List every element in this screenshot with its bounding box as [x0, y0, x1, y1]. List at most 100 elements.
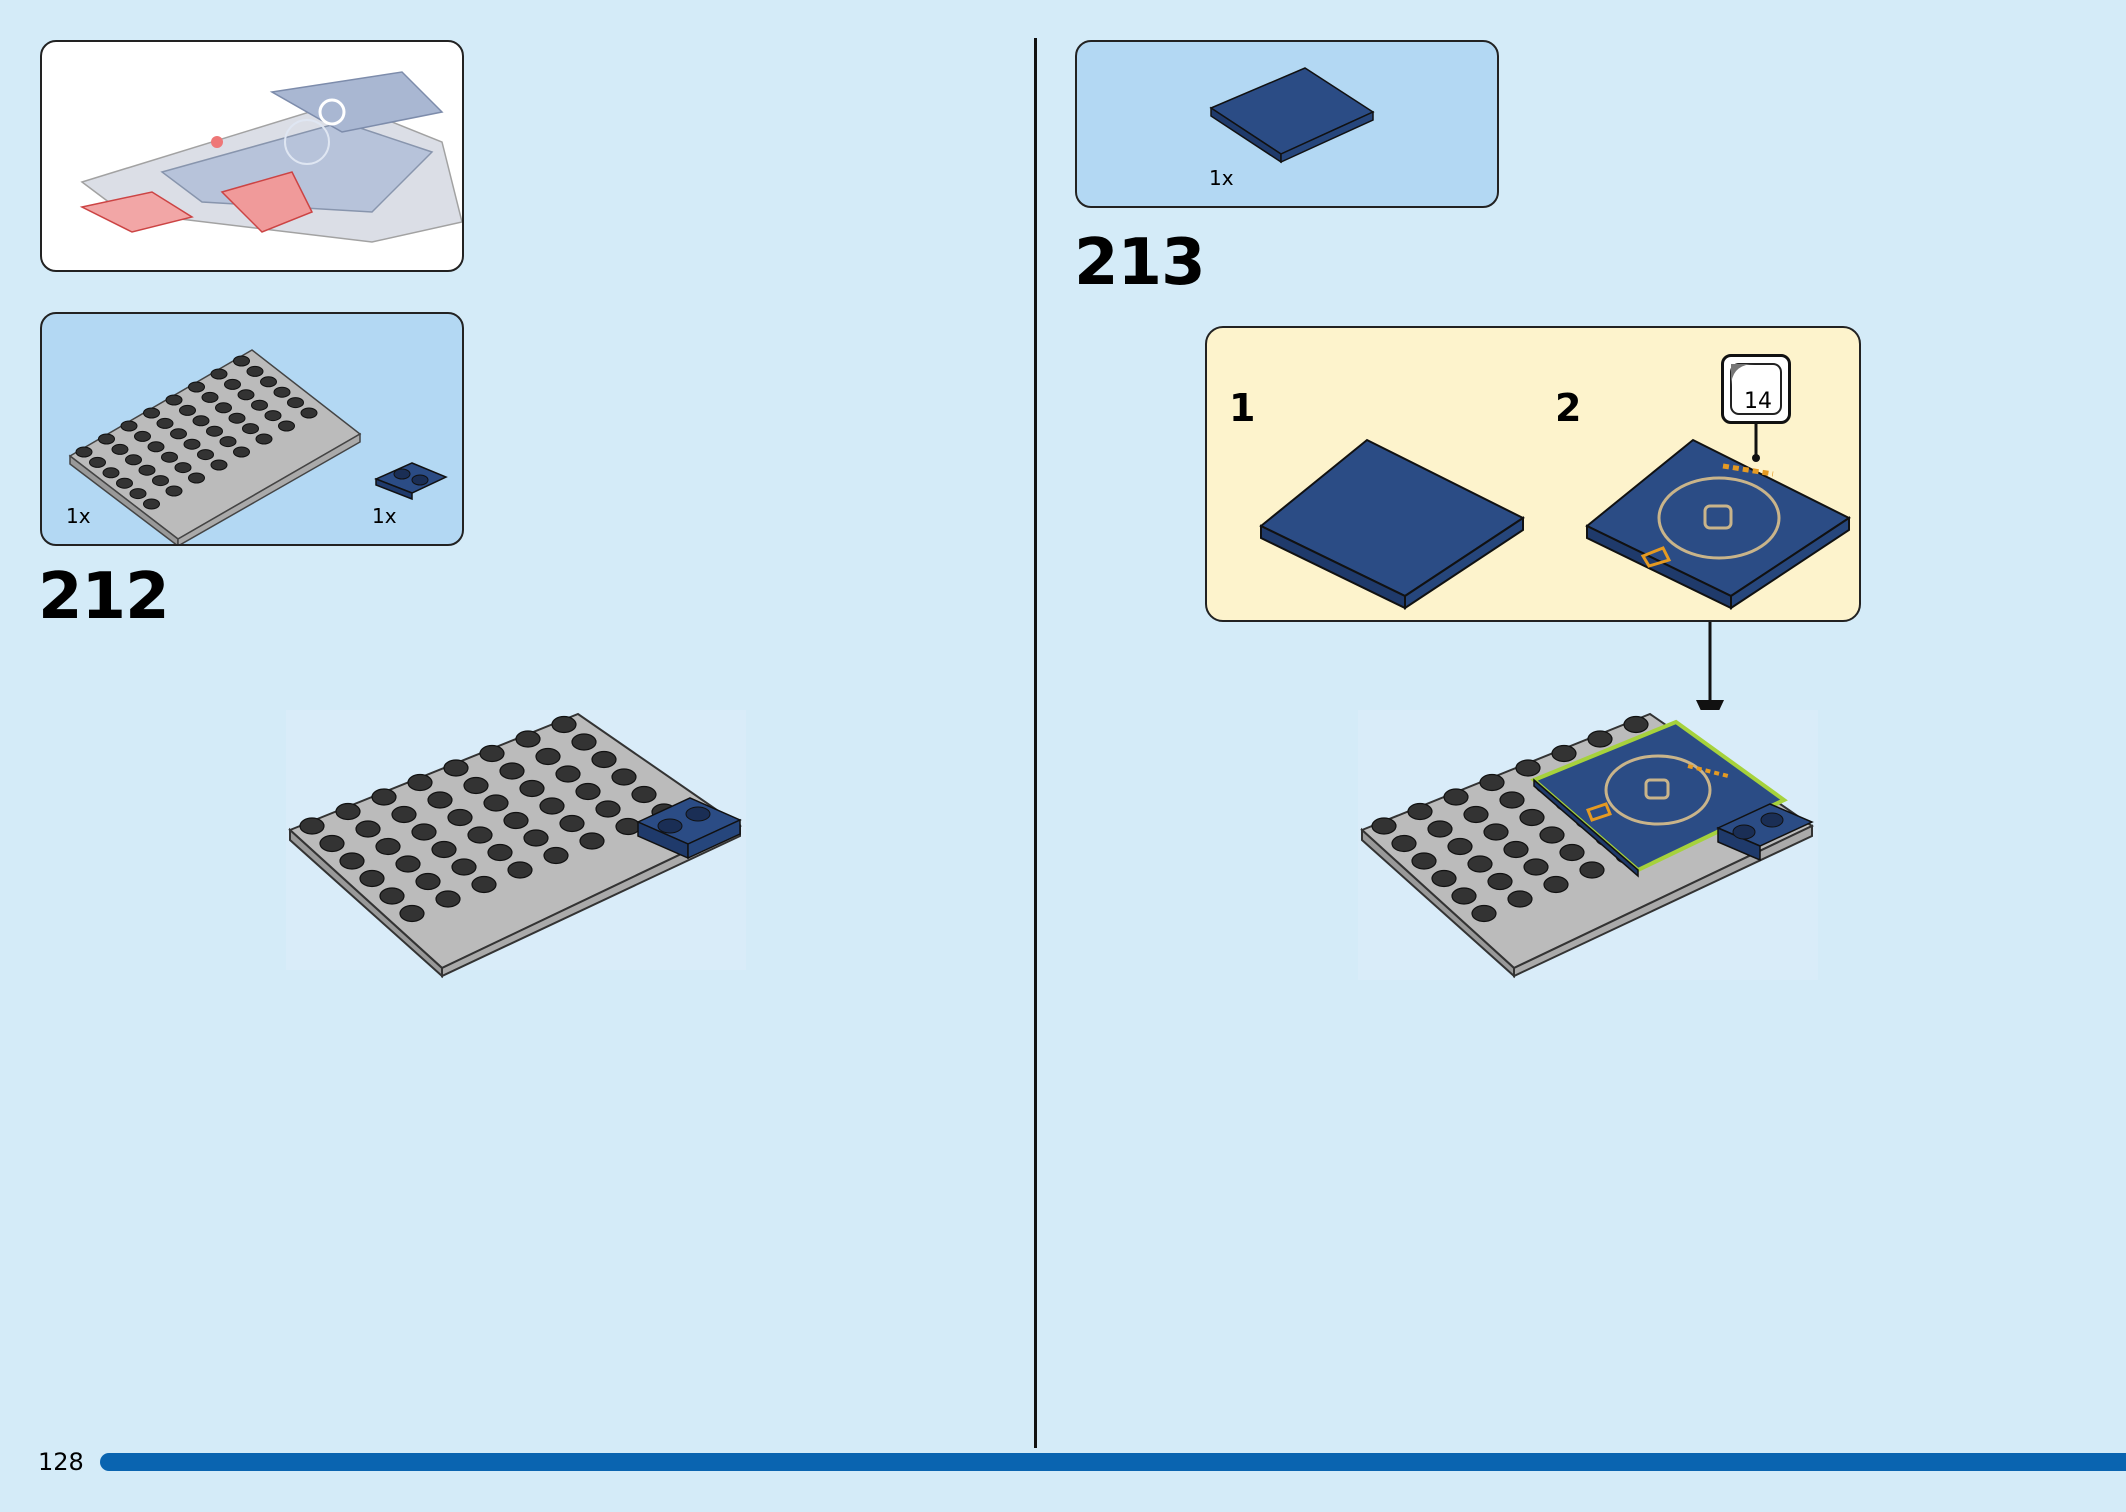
stud	[1463, 805, 1489, 824]
stud	[1391, 834, 1417, 853]
stud	[1427, 820, 1453, 838]
stud	[371, 788, 397, 806]
sticker-callout: 14	[1721, 354, 1791, 424]
stud	[391, 805, 417, 824]
stud	[165, 485, 183, 497]
stickered-tile-icon	[1585, 438, 1851, 610]
stud	[152, 475, 169, 487]
stud	[300, 407, 318, 419]
stud	[447, 808, 473, 827]
stud	[523, 829, 549, 847]
stud	[143, 407, 160, 419]
grey-6x8-plate-icon	[68, 349, 362, 544]
stud	[174, 462, 192, 474]
stud	[571, 733, 597, 751]
stud	[339, 852, 365, 870]
previous-model-preview	[40, 40, 464, 272]
stud	[210, 459, 228, 471]
sticker-pointer-icon	[1752, 424, 1760, 462]
stud	[467, 826, 493, 844]
stud	[579, 832, 605, 850]
parts-list-213: 1x	[1075, 40, 1499, 208]
stud	[463, 776, 489, 795]
stud	[260, 376, 277, 388]
stud	[415, 872, 441, 891]
stud	[631, 785, 657, 804]
stud	[242, 423, 259, 435]
stud	[1519, 808, 1545, 827]
stud	[251, 399, 268, 411]
stud	[335, 802, 361, 821]
stud	[483, 794, 509, 812]
stud	[499, 762, 525, 780]
blue-4x4-tile-icon	[1259, 438, 1525, 610]
stud	[111, 443, 129, 455]
stud	[228, 412, 246, 424]
stud	[359, 869, 385, 888]
sticker-number: 14	[1744, 389, 1772, 414]
stud	[539, 797, 565, 815]
stud	[611, 768, 637, 786]
part-qty: 1x	[372, 504, 397, 528]
stud	[1411, 852, 1437, 870]
step-213-build-icon	[1358, 710, 1818, 980]
progress-bar	[100, 1453, 2126, 1471]
stud	[156, 417, 174, 429]
stud	[201, 391, 219, 403]
stud	[143, 498, 160, 510]
stud	[435, 890, 461, 908]
stud	[165, 394, 183, 406]
stud	[98, 433, 115, 445]
stud	[116, 477, 133, 489]
stud	[170, 428, 187, 440]
stud	[1451, 887, 1477, 905]
stud	[264, 410, 282, 422]
stud	[575, 782, 601, 801]
stud	[161, 451, 178, 463]
stud	[125, 454, 142, 466]
stud	[183, 438, 201, 450]
stud	[471, 875, 497, 894]
spaceship-model-icon	[79, 71, 462, 243]
substep-number: 2	[1555, 386, 1582, 430]
stud	[375, 837, 401, 856]
stud	[206, 425, 223, 437]
substep-panel: 1 2 14	[1205, 326, 1861, 622]
part-qty: 1x	[1209, 166, 1234, 190]
stud	[278, 420, 295, 432]
stud	[1623, 715, 1649, 734]
stud	[1559, 843, 1585, 862]
stud	[443, 759, 469, 777]
stud	[1523, 858, 1549, 876]
blue-4x4-tile-icon	[1209, 67, 1375, 164]
stud	[255, 433, 273, 445]
stud	[503, 811, 529, 830]
stud	[319, 834, 345, 853]
stud	[399, 904, 425, 923]
stud	[555, 765, 581, 783]
page-divider	[1034, 38, 1037, 1448]
stud	[479, 744, 505, 763]
stud	[192, 415, 210, 427]
stud	[188, 381, 205, 393]
stud	[615, 817, 641, 836]
stud	[487, 843, 513, 862]
stud	[591, 750, 617, 769]
stud	[1371, 817, 1397, 835]
step-number: 213	[1074, 226, 1206, 300]
parts-list-212: 1x 1x	[40, 312, 464, 546]
stud	[519, 779, 545, 798]
stud	[224, 378, 241, 390]
stud	[427, 791, 453, 809]
stud	[233, 355, 250, 367]
stud	[595, 800, 621, 818]
stud	[395, 855, 421, 873]
stud	[102, 467, 120, 479]
stud	[1551, 744, 1577, 763]
stud	[407, 773, 433, 792]
stud	[138, 464, 156, 476]
stud	[535, 747, 561, 766]
stud	[1487, 872, 1513, 891]
stud	[179, 404, 196, 416]
stud	[299, 817, 325, 835]
